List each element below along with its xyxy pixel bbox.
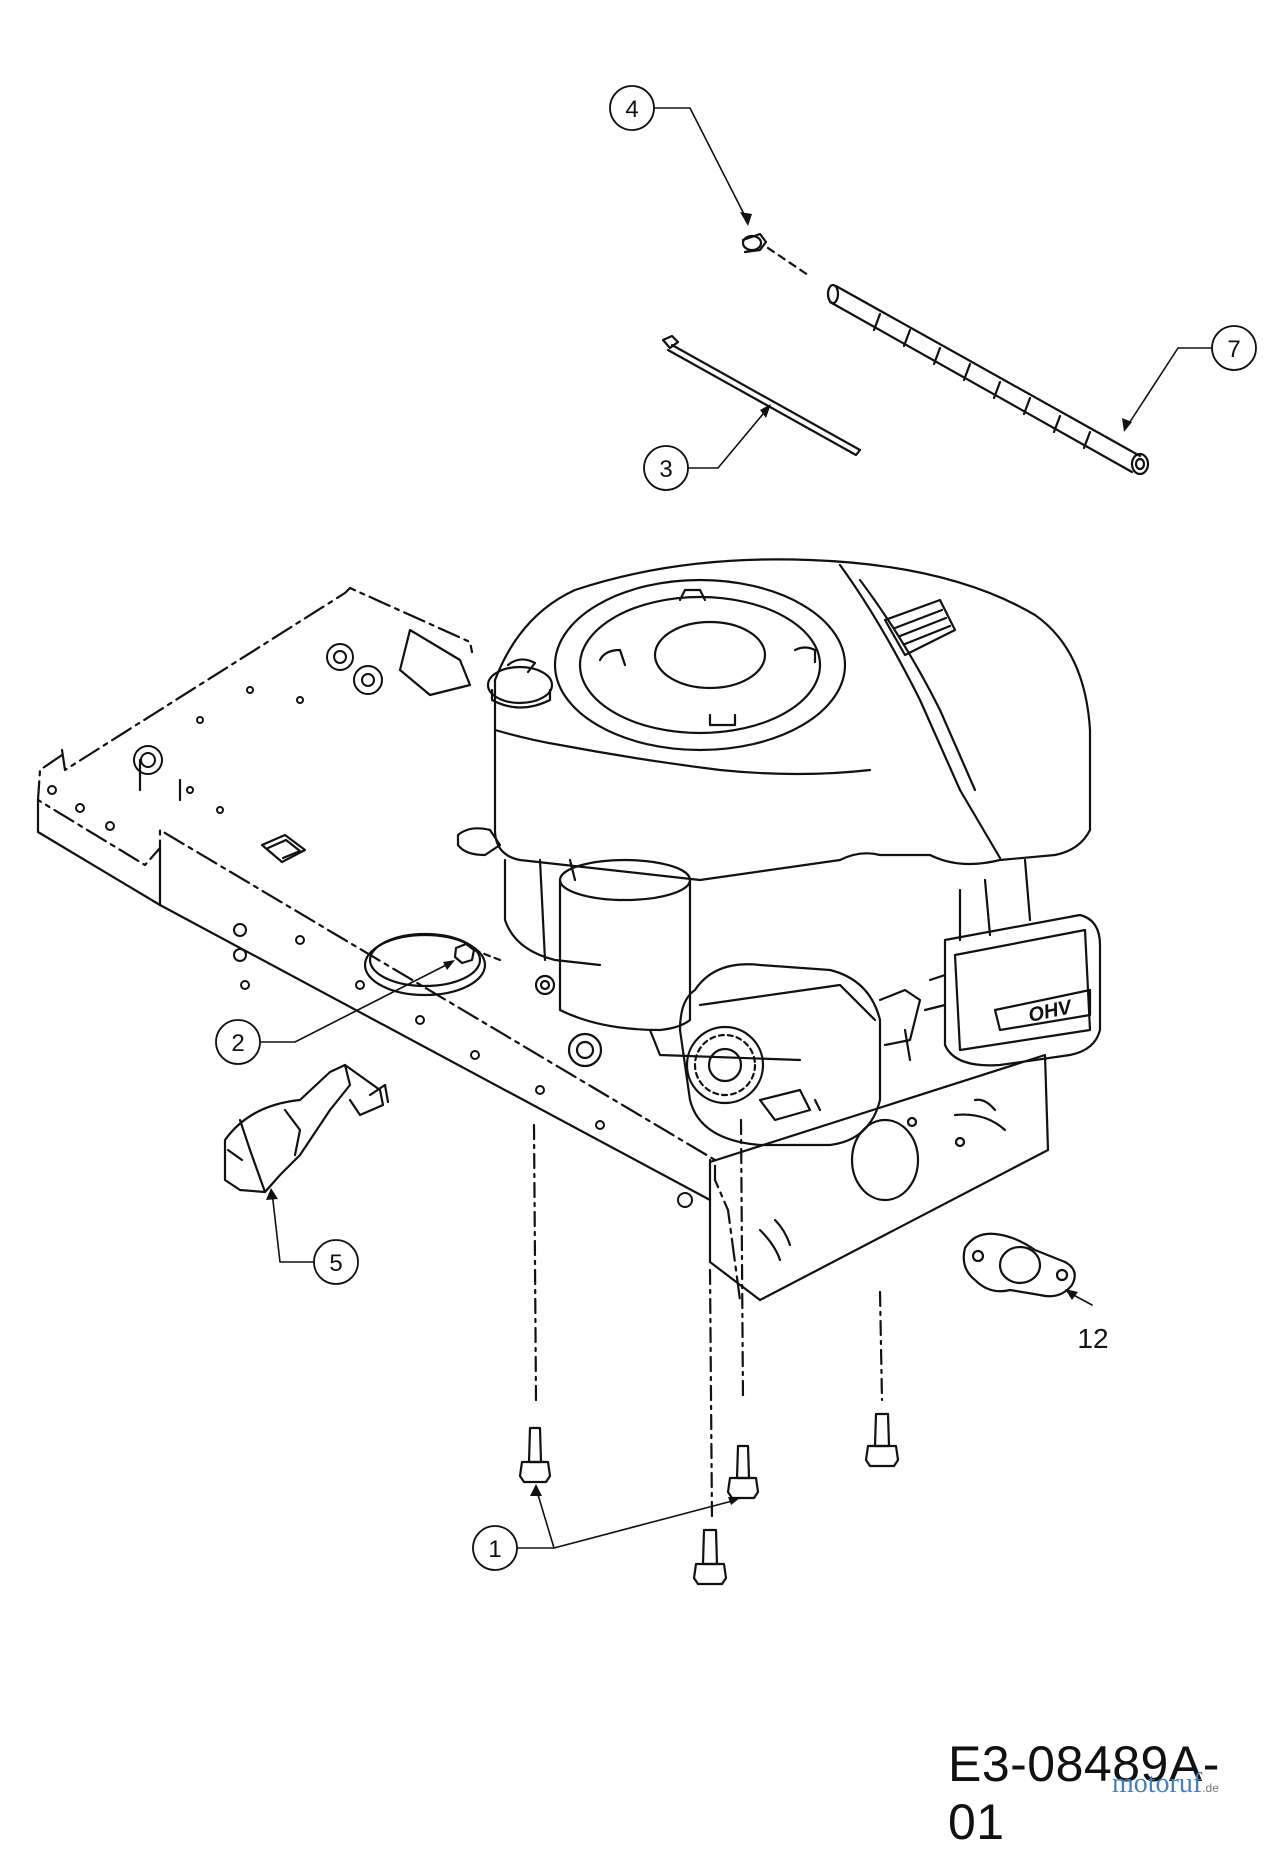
watermark-logo: motoruf.de: [1112, 1768, 1219, 1799]
callout-7: 7: [1227, 336, 1240, 363]
callout-12: 12: [1077, 1323, 1108, 1354]
callout-4: 4: [625, 96, 638, 123]
callout-5: 5: [329, 1250, 342, 1277]
fuel-hose-part-7: [826, 283, 1150, 476]
part-number-label: E3-08489A-01: [948, 1736, 1220, 1850]
hose-clamp-part-4: [741, 232, 810, 277]
frame-plate: [36, 586, 1050, 1302]
callout-3: 3: [659, 456, 672, 483]
callout-3-circle: [643, 445, 689, 491]
gasket-part-12: [962, 1232, 1076, 1298]
deflector-part-5: [223, 1063, 390, 1194]
bolts-part-1: [518, 1118, 900, 1586]
engine-badge: OHV: [1026, 996, 1075, 1027]
callout-7-circle: [1211, 325, 1257, 371]
engine: [398, 558, 1102, 1147]
nut-part-2: [453, 942, 502, 965]
callout-4-circle: [609, 85, 655, 131]
cable-tie-part-3: [661, 334, 862, 457]
leader-arrowheads: [266, 212, 1132, 1505]
leader-lines: [259, 107, 1213, 1549]
callout-2: 2: [231, 1030, 244, 1057]
exploded-parts-diagram: 4 7 3 2 5 1 12 OHV: [36, 85, 1257, 1586]
callout-1-circle: [472, 1525, 518, 1571]
callout-1: 1: [488, 1536, 501, 1563]
callout-5-circle: [313, 1239, 359, 1285]
callout-circles: [215, 85, 1257, 1571]
callout-2-circle: [215, 1019, 261, 1065]
